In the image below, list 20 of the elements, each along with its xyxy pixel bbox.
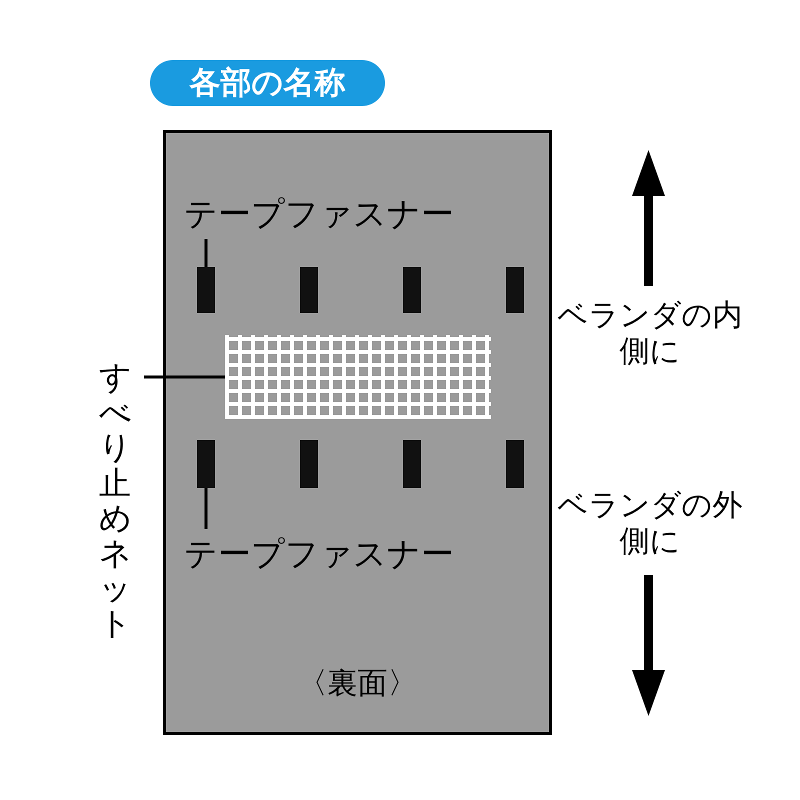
leader-line [204,488,208,529]
direction-label: ベランダの内側に [556,298,744,370]
leader-line [144,376,225,378]
non-slip-net [225,335,491,419]
tape-fastener-strip [197,267,215,313]
tape-fastener-strip [300,267,318,313]
leader-line [204,239,208,267]
back-side-label: 〈裏面〉 [296,665,418,703]
tape-fastener-strip [403,267,421,313]
tape-fastener-strip [506,267,524,313]
part-label: すべり止めネット [99,360,131,642]
mat-back-panel [163,130,552,735]
direction-label: ベランダの外側に [556,488,744,560]
tape-fastener-strip [403,440,421,488]
tape-fastener-strip [300,440,318,488]
part-label: テープファスナー [184,533,455,575]
part-label: テープファスナー [184,193,455,235]
tape-fastener-strip [506,440,524,488]
title-badge: 各部の名称 [150,60,385,106]
tape-fastener-strip [197,440,215,488]
